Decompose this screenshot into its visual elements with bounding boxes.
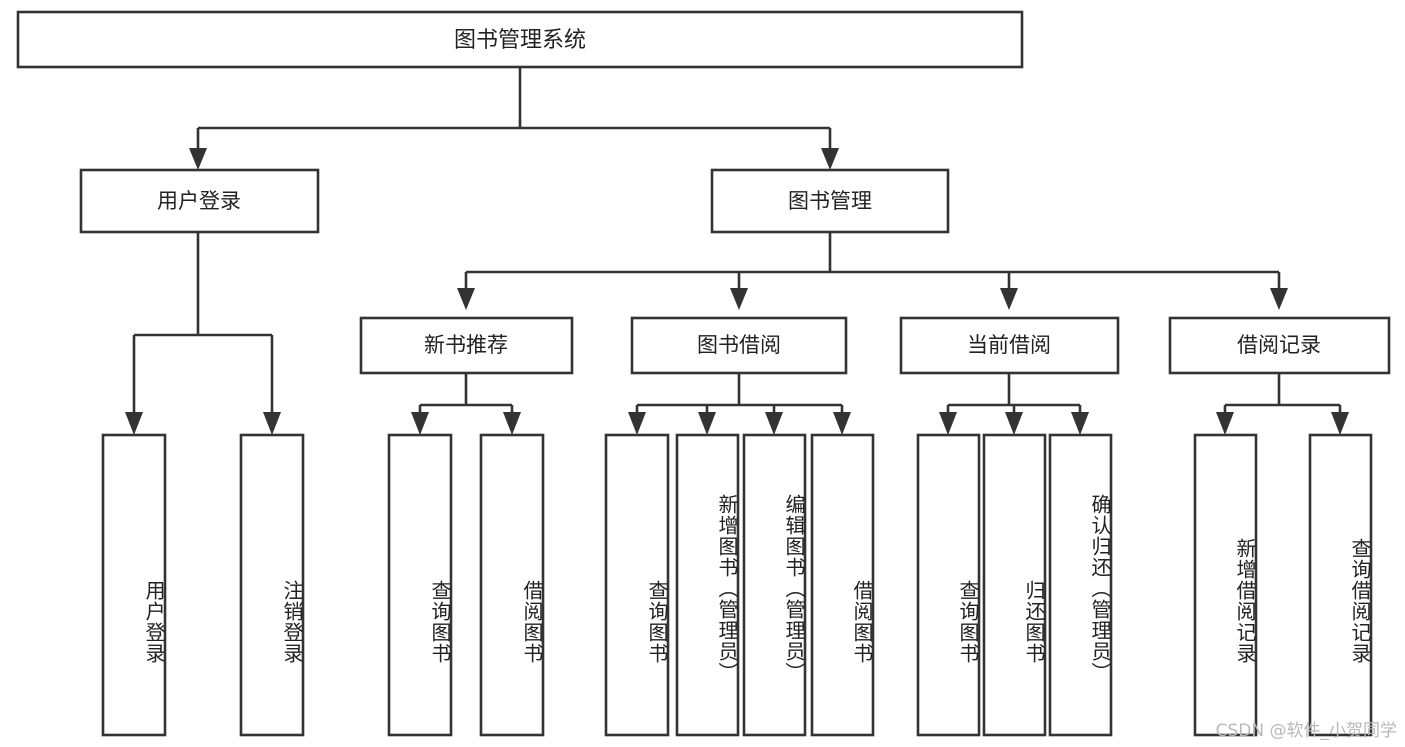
connector-group-root: [189, 67, 839, 170]
node-current-borrow-box[interactable]: [899, 316, 1120, 375]
node-book-manage-box[interactable]: [710, 168, 950, 234]
node-book-borrow-box[interactable]: [630, 316, 848, 375]
leaf-box-add-record[interactable]: [1193, 433, 1258, 737]
arrow-borrow-leaf-4: [833, 412, 851, 435]
node-new-book-recommend-box[interactable]: [359, 316, 574, 375]
arrow-book-to-borrow: [730, 288, 748, 310]
node-book-manage-label: 图书管理: [788, 189, 872, 213]
connector-group-book-manage: [457, 232, 1288, 310]
leaf-box-add-book[interactable]: [675, 433, 740, 737]
node-book-manage[interactable]: 图书管理: [710, 168, 950, 234]
csdn-watermark: CSDN @软件_小贺同学: [1215, 721, 1397, 741]
node-user-login[interactable]: 用户登录: [79, 168, 320, 234]
node-current-borrow[interactable]: 当前借阅: [899, 316, 1120, 375]
leaf-box-user-login[interactable]: [101, 433, 167, 737]
connector-group-user-login: [125, 232, 281, 435]
node-user-login-label: 用户登录: [157, 189, 241, 213]
node-borrow-record-box[interactable]: [1168, 316, 1391, 375]
arrow-newbook-leaf-2: [503, 412, 521, 435]
connector-group-book-borrow: [628, 373, 851, 435]
node-new-book-recommend-label: 新书推荐: [424, 333, 508, 357]
arrow-current-leaf-3: [1071, 412, 1089, 435]
node-new-book-recommend[interactable]: 新书推荐: [359, 316, 574, 375]
arrow-book-to-current: [1000, 288, 1018, 310]
leaf-box-borrow-book-2[interactable]: [810, 433, 875, 737]
node-borrow-record-label: 借阅记录: [1237, 333, 1321, 357]
connector-group-current-borrow: [939, 373, 1089, 435]
leaf-box-return-book[interactable]: [982, 433, 1047, 737]
arrow-borrow-leaf-3: [765, 412, 783, 435]
connector-group-borrow-record: [1216, 373, 1349, 435]
arrow-borrow-leaf-1: [628, 412, 646, 435]
node-current-borrow-label: 当前借阅: [967, 333, 1051, 357]
arrow-user-leaf-1: [125, 412, 143, 435]
node-borrow-record[interactable]: 借阅记录: [1168, 316, 1391, 375]
node-book-borrow[interactable]: 图书借阅: [630, 316, 848, 375]
node-root-system[interactable]: 图书管理系统: [16, 10, 1024, 69]
arrow-borrow-leaf-2: [698, 412, 716, 435]
arrow-root-to-user: [189, 148, 207, 170]
node-user-login-box[interactable]: [79, 168, 320, 234]
leaf-box-confirm-return[interactable]: [1048, 433, 1113, 737]
arrow-current-leaf-1: [939, 412, 957, 435]
leaf-box-query-book-3[interactable]: [916, 433, 981, 737]
arrow-newbook-leaf-1: [411, 412, 429, 435]
node-root-box[interactable]: [16, 10, 1024, 69]
leaf-box-borrow-book-1[interactable]: [479, 433, 545, 737]
node-book-borrow-label: 图书借阅: [697, 333, 781, 357]
arrow-record-leaf-1: [1216, 412, 1234, 435]
arrow-book-to-record: [1270, 288, 1288, 310]
arrow-user-leaf-2: [263, 412, 281, 435]
node-root-label: 图书管理系统: [454, 28, 586, 53]
leaf-box-edit-book[interactable]: [742, 433, 807, 737]
arrow-record-leaf-2: [1331, 412, 1349, 435]
arrow-current-leaf-2: [1005, 412, 1023, 435]
leaf-box-logout[interactable]: [239, 433, 305, 737]
leaf-box-query-book-2[interactable]: [604, 433, 670, 737]
leaf-box-query-record[interactable]: [1308, 433, 1373, 737]
arrow-book-to-new: [457, 288, 475, 310]
arrow-root-to-book: [821, 148, 839, 170]
connector-group-new-book: [411, 373, 521, 435]
leaf-box-query-book-1[interactable]: [387, 433, 453, 737]
